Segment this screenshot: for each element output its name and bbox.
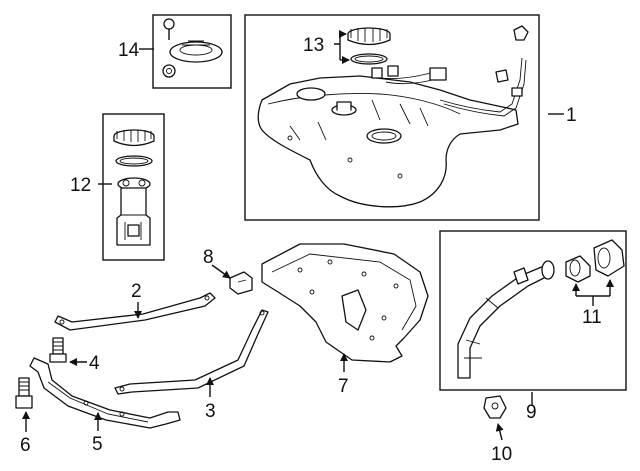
callout-6: 6 bbox=[20, 435, 31, 456]
callout-3: 3 bbox=[205, 401, 216, 422]
callout-13: 13 bbox=[303, 35, 324, 56]
part-fuel-tank bbox=[257, 25, 529, 208]
part-bolt-4 bbox=[49, 337, 67, 363]
callout-14: 14 bbox=[118, 40, 140, 61]
callout-4: 4 bbox=[89, 353, 100, 374]
part-tank-strap-rear bbox=[114, 309, 269, 395]
part-sender-cover bbox=[162, 18, 223, 78]
part-filler-cap bbox=[565, 239, 625, 283]
callout-12: 12 bbox=[70, 175, 91, 196]
box-fuel-tank bbox=[244, 14, 540, 221]
callout-10: 10 bbox=[491, 444, 512, 465]
callout-1: 1 bbox=[566, 105, 577, 126]
part-bolt-6 bbox=[15, 377, 33, 409]
part-tank-lock-ring bbox=[347, 27, 391, 65]
callout-11: 11 bbox=[582, 307, 602, 328]
part-tank-strap-front bbox=[54, 292, 216, 331]
part-fuel-pump-module bbox=[113, 129, 155, 246]
part-filler-pipe bbox=[457, 260, 555, 379]
part-fitting bbox=[483, 395, 507, 419]
callout-5: 5 bbox=[92, 434, 103, 455]
callout-2: 2 bbox=[131, 281, 142, 302]
part-clip bbox=[229, 271, 253, 295]
box-filler-pipe bbox=[439, 230, 627, 391]
callout-8: 8 bbox=[203, 247, 214, 268]
part-heat-shield bbox=[261, 243, 429, 363]
box-fuel-pump bbox=[102, 113, 165, 261]
box-sender-cover bbox=[152, 14, 232, 89]
part-tank-bracket bbox=[29, 357, 181, 429]
callout-9: 9 bbox=[526, 402, 537, 423]
callout-7: 7 bbox=[338, 376, 349, 397]
